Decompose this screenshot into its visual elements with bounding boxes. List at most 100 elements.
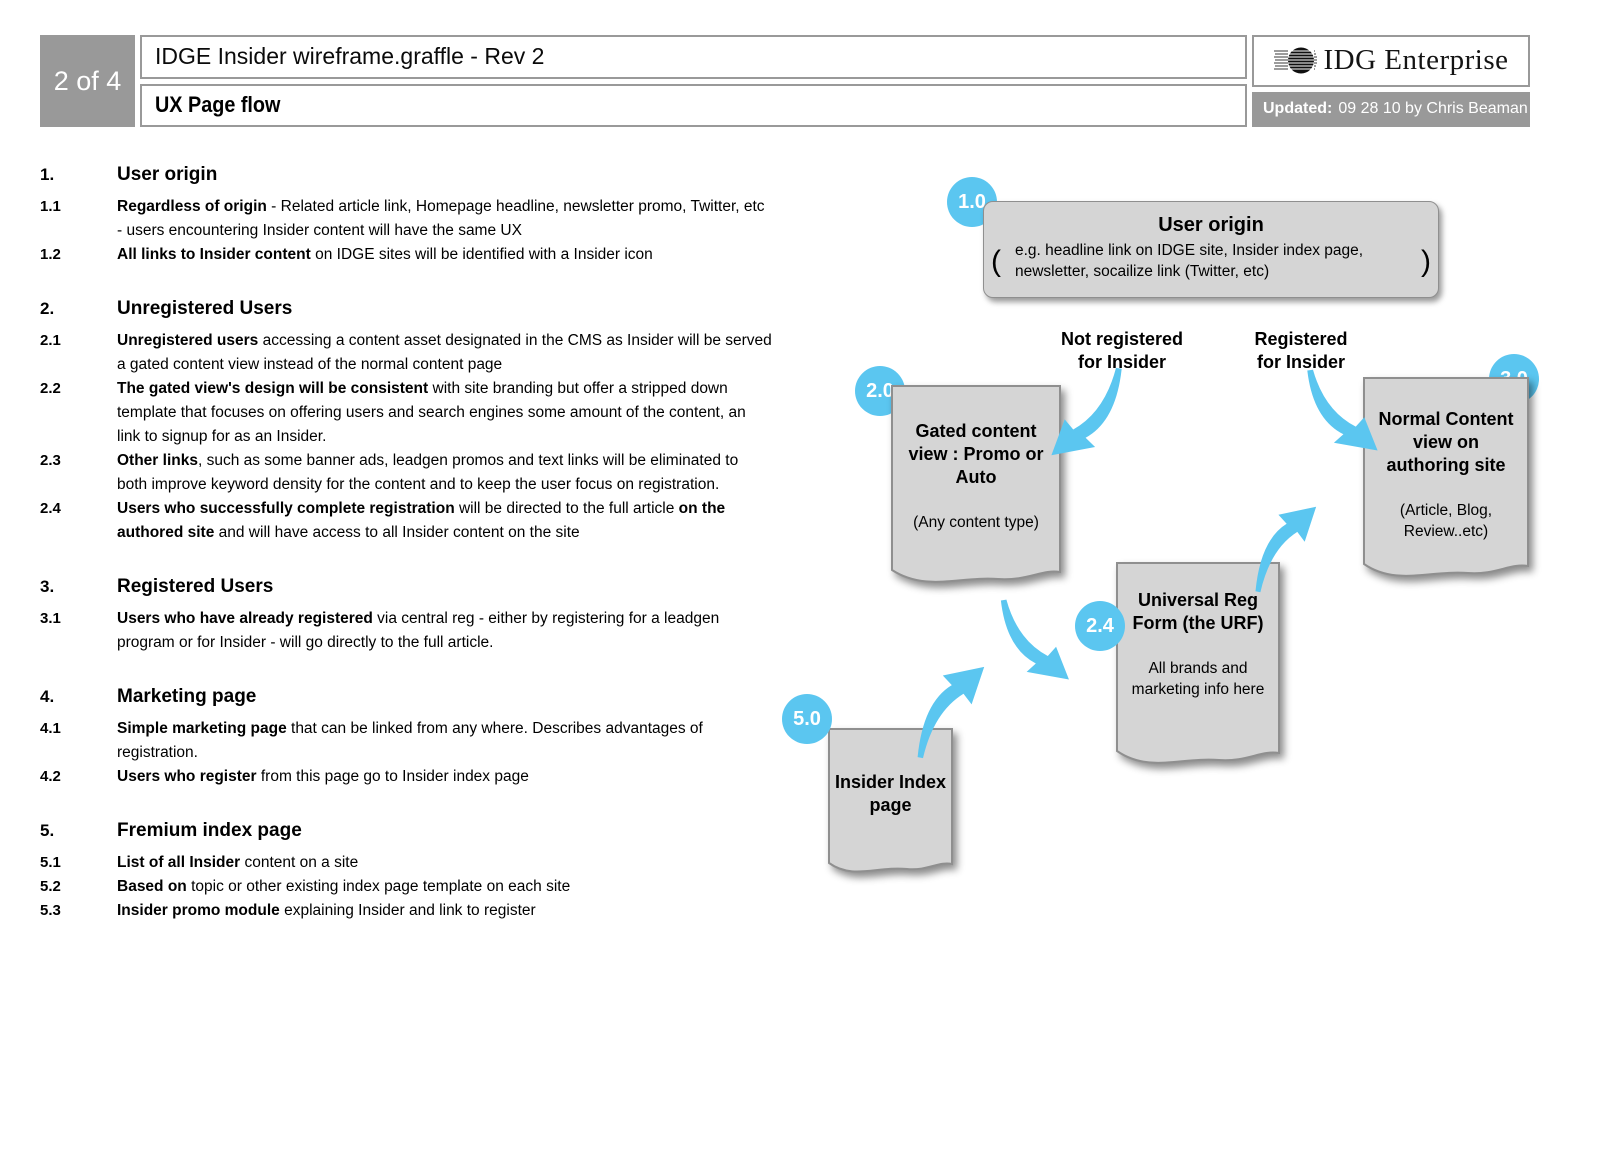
document-shape	[891, 385, 1061, 583]
section-title: Unregistered Users	[117, 298, 293, 319]
item-number: 2.2	[40, 380, 61, 397]
item-text-segment: Simple marketing page	[117, 720, 287, 737]
item-text-segment: List of all Insider	[117, 854, 241, 871]
section-title: Marketing page	[117, 686, 257, 707]
node-subtitle: (Any content type)	[913, 514, 1039, 531]
item-text-segment: with site branding but offer a stripped …	[117, 380, 746, 445]
item-number: 5.1	[40, 854, 61, 871]
item-text-segment: will be directed to the full article	[454, 500, 679, 517]
section-title: Registered Users	[117, 576, 274, 597]
step-badge-2-4: 2.4	[1075, 601, 1125, 651]
page-count: 2 of 4	[40, 35, 135, 127]
outline-section-heading: 3. Registered Users	[40, 575, 780, 599]
item-text: Simple marketing page that can be linked…	[117, 717, 772, 765]
arrow-index-to-urf	[905, 664, 995, 760]
item-text-segment: Regardless of origin	[117, 198, 267, 215]
arrow-origin-to-gated	[1040, 366, 1135, 458]
label-registered: Registered for Insider	[1216, 328, 1386, 374]
item-text-segment: content on a site	[240, 854, 359, 871]
item-text-segment: Users who have already registered	[117, 610, 373, 627]
item-text: Other links, such as some banner ads, le…	[117, 449, 772, 497]
node-insider-index-page: Insider Index page	[827, 727, 954, 882]
outline-item: 4.2 Users who register from this page go …	[40, 765, 780, 789]
item-text: Users who successfully complete registra…	[117, 497, 772, 545]
item-number: 2.1	[40, 332, 61, 349]
item-number: 3.1	[40, 610, 61, 627]
updated-label: Updated:	[1263, 100, 1333, 118]
section-number: 2.	[40, 299, 55, 318]
section-title: User origin	[117, 164, 218, 185]
section-number: 5.	[40, 821, 55, 840]
item-text-segment: that can be linked from any where. Descr…	[117, 720, 703, 761]
item-text-segment: topic or other existing index page templ…	[186, 878, 571, 895]
node-user-origin-examples: e.g. headline link on IDGE site, Insider…	[1015, 242, 1364, 280]
section-title: Fremium index page	[117, 820, 302, 841]
item-text-segment: Users who successfully complete registra…	[117, 500, 455, 517]
item-text: Based on topic or other existing index p…	[117, 875, 772, 899]
document-shape	[1363, 377, 1529, 577]
outline-item: 2.3 Other links, such as some banner ads,…	[40, 449, 780, 497]
section-number: 4.	[40, 687, 55, 706]
close-paren: )	[1421, 244, 1431, 278]
node-user-origin: User origin ( e.g. headline link on IDGE…	[983, 201, 1439, 298]
outline-section: 3. Registered Users 3.1 Users who have alre…	[40, 575, 780, 655]
outline-section-heading: 4. Marketing page	[40, 685, 780, 709]
outline-item: 1.1 Regardless of origin - Related articl…	[40, 195, 780, 243]
outline-item: 2.2 The gated view's design will be consi…	[40, 377, 780, 449]
page-flow-title: UX Page flow	[140, 83, 1247, 127]
page-flow-title-text: UX Page flow	[155, 92, 281, 118]
item-number: 2.4	[40, 500, 61, 517]
outline-item: 1.2 All links to Insider content on IDGE …	[40, 243, 780, 267]
item-number: 1.2	[40, 246, 61, 263]
title-block: 2 of 4 IDGE Insider wireframe.graffle - …	[40, 35, 1530, 127]
item-text: Regardless of origin - Related article l…	[117, 195, 772, 243]
updated-value: 09 28 10 by Chris Beaman	[1338, 100, 1528, 118]
item-number: 4.1	[40, 720, 61, 737]
idg-enterprise-logo: IDG Enterprise	[1252, 35, 1530, 87]
item-text: Users who register from this page go to …	[117, 765, 772, 789]
updated-stamp: Updated: 09 28 10 by Chris Beaman	[1252, 91, 1530, 127]
title-column: IDGE Insider wireframe.graffle - Rev 2 U…	[140, 35, 1247, 127]
item-text-segment: on IDGE sites will be identified with a …	[310, 246, 653, 263]
item-text-segment: Unregistered users	[117, 332, 259, 349]
label-line: for Insider	[1077, 352, 1166, 372]
item-text-segment: on the authored site	[117, 500, 726, 541]
item-number: 4.2	[40, 768, 61, 785]
label-not-registered: Not registered for Insider	[1037, 328, 1207, 374]
node-user-origin-title: User origin	[1158, 214, 1264, 236]
label-line: Registered	[1254, 329, 1348, 349]
item-number: 1.1	[40, 198, 61, 215]
item-text-segment: Insider promo module	[117, 902, 280, 919]
outline-item: 4.1 Simple marketing page that can be lin…	[40, 717, 780, 765]
outline-section: 5. Fremium index page 5.1 List of all Insid…	[40, 819, 780, 923]
item-text: Users who have already registered via ce…	[117, 607, 772, 655]
item-text-segment: - Related article link, Homepage headlin…	[117, 198, 765, 239]
item-text-segment: , such as some banner ads, leadgen promo…	[117, 452, 739, 493]
section-number: 3.	[40, 577, 55, 596]
node-universal-reg-form: Universal Reg Form (the URF) All brands …	[1115, 561, 1281, 775]
item-text: All links to Insider content on IDGE sit…	[117, 243, 772, 267]
item-text-segment: Based on	[117, 878, 187, 895]
item-number: 2.3	[40, 452, 61, 469]
arrow-urf-to-normal	[1244, 504, 1326, 594]
item-text-segment: Users who register	[117, 768, 257, 785]
outline-item: 2.4 Users who successfully complete regis…	[40, 497, 780, 545]
striped-globe-icon	[1273, 47, 1317, 74]
item-text-segment: explaining Insider and link to register	[279, 902, 536, 919]
item-text-segment: and will have access to all Insider cont…	[214, 524, 580, 541]
document-title: IDGE Insider wireframe.graffle - Rev 2	[140, 35, 1247, 79]
item-text-segment: from this page go to Insider index page	[256, 768, 529, 785]
outline-section-heading: 5. Fremium index page	[40, 819, 780, 843]
node-user-origin-detail: ( e.g. headline link on IDGE site, Insid…	[991, 241, 1431, 282]
node-title: Normal Content view on authoring site	[1378, 409, 1514, 475]
outline-item: 3.1 Users who have already registered via…	[40, 607, 780, 655]
node-subtitle: (Article, Blog, Review..etc)	[1399, 502, 1493, 540]
arrow-origin-to-normal	[1294, 368, 1389, 453]
item-text-segment: The gated view's design will be consiste…	[117, 380, 429, 397]
